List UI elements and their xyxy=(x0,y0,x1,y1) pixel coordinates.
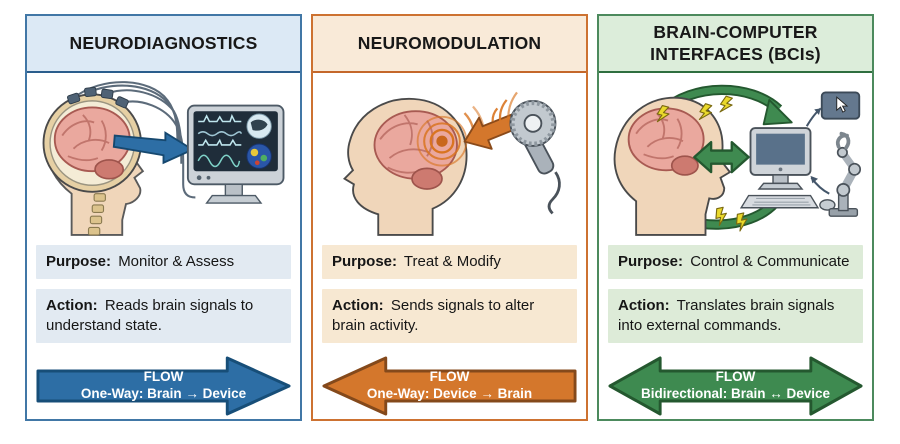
head-profile xyxy=(613,96,732,236)
spine xyxy=(87,193,106,236)
cursor-icon xyxy=(836,96,849,113)
brain-topography-image xyxy=(246,143,272,169)
purpose-text: Treat & Modify xyxy=(403,253,501,270)
stimulus-waves xyxy=(491,91,518,123)
action-strip: Action: Sends signals to alter brain act… xyxy=(322,289,577,344)
purpose-text: Monitor & Assess xyxy=(118,253,235,270)
eeg-monitor xyxy=(186,104,285,204)
panel-bci: BRAIN-COMPUTER INTERFACES (BCIs) xyxy=(597,14,874,421)
action-strip: Action: Translates brain signals into ex… xyxy=(608,289,863,344)
panel-header: NEUROMODULATION xyxy=(313,16,586,73)
head-profile xyxy=(342,98,468,236)
purpose-label: Purpose: xyxy=(46,253,112,270)
head-eeg-monitor-scene xyxy=(42,81,285,236)
panel-body: Purpose: Treat & Modify Action: Sends si… xyxy=(313,73,586,423)
flow-indicator: FLOW One-Way: Brain → Device xyxy=(36,355,291,417)
tms-coil xyxy=(509,99,561,215)
monitor-base xyxy=(757,182,804,190)
brain-folds xyxy=(61,114,110,162)
monitor-stand xyxy=(224,183,243,197)
flow-indicator: FLOW Bidirectional: Brain ↔ Device xyxy=(608,355,863,417)
monitor-button xyxy=(206,175,211,180)
brain-signal-arrow xyxy=(112,131,195,165)
panel-neuromodulation: NEUROMODULATION xyxy=(311,14,588,421)
action-strip: Action: Reads brain signals to understan… xyxy=(36,289,291,344)
desktop-computer xyxy=(739,127,836,211)
eeg-traces xyxy=(197,113,243,168)
robot-to-computer-arrow xyxy=(810,175,830,195)
panel-title: NEUROMODULATION xyxy=(357,32,542,53)
purpose-text: Control & Communicate xyxy=(690,253,850,270)
coil-cable xyxy=(547,171,561,215)
left-arrow xyxy=(322,356,577,416)
neuromodulation-illustration xyxy=(322,78,577,240)
panel-title: NEURODIAGNOSTICS xyxy=(69,32,258,53)
monitor-base xyxy=(205,194,263,204)
action-label: Action: xyxy=(46,297,98,315)
monitor-stand xyxy=(772,174,789,185)
action-text: Sends signals to alter brain activity. xyxy=(332,297,535,335)
brain-folds xyxy=(379,114,434,174)
cerebellum xyxy=(411,167,443,190)
action-label: Action: xyxy=(332,297,384,315)
monitor-button xyxy=(196,175,202,181)
bidirectional-arrow xyxy=(693,140,750,174)
lightning-bolts xyxy=(656,95,748,232)
purpose-label: Purpose: xyxy=(618,253,684,270)
purpose-label: Purpose: xyxy=(332,253,398,270)
flow-indicator: FLOW One-Way: Device → Brain xyxy=(322,355,577,417)
panel-neurodiagnostics: NEURODIAGNOSTICS xyxy=(25,14,302,421)
panel-body: Purpose: Control & Communicate Action: T… xyxy=(599,73,872,423)
mouse xyxy=(819,199,836,211)
action-text: Translates brain signals into external c… xyxy=(618,297,835,335)
head-computer-robot-scene xyxy=(613,84,862,236)
head-cross-section xyxy=(42,86,145,236)
panel-body: Purpose: Monitor & Assess Action: Reads … xyxy=(27,73,300,423)
purpose-strip: Purpose: Control & Communicate xyxy=(608,245,863,280)
brain-folds xyxy=(635,112,684,160)
action-text: Reads brain signals to understand state. xyxy=(46,297,254,335)
cursor-screen xyxy=(820,91,861,120)
monitor-screen xyxy=(756,133,805,165)
panel-header: NEURODIAGNOSTICS xyxy=(27,16,300,73)
double-arrow xyxy=(608,356,863,416)
coil-hole xyxy=(523,114,543,133)
computer-to-cursor-arrow xyxy=(805,107,822,127)
panel-title: BRAIN-COMPUTER INTERFACES (BCIs) xyxy=(650,22,821,64)
neurodiagnostics-illustration xyxy=(36,78,291,240)
bci-illustration xyxy=(608,78,863,240)
robot-gripper xyxy=(835,131,851,150)
panel-header: BRAIN-COMPUTER INTERFACES (BCIs) xyxy=(599,16,872,73)
purpose-strip: Purpose: Treat & Modify xyxy=(322,245,577,280)
right-arrow xyxy=(36,356,291,416)
head-tms-coil-scene xyxy=(342,91,561,236)
cerebellum xyxy=(94,159,125,180)
eeg-electrodes xyxy=(67,86,129,109)
cerebellum xyxy=(670,155,699,176)
robot-arm xyxy=(828,131,862,217)
action-label: Action: xyxy=(618,297,670,315)
purpose-strip: Purpose: Monitor & Assess xyxy=(36,245,291,280)
